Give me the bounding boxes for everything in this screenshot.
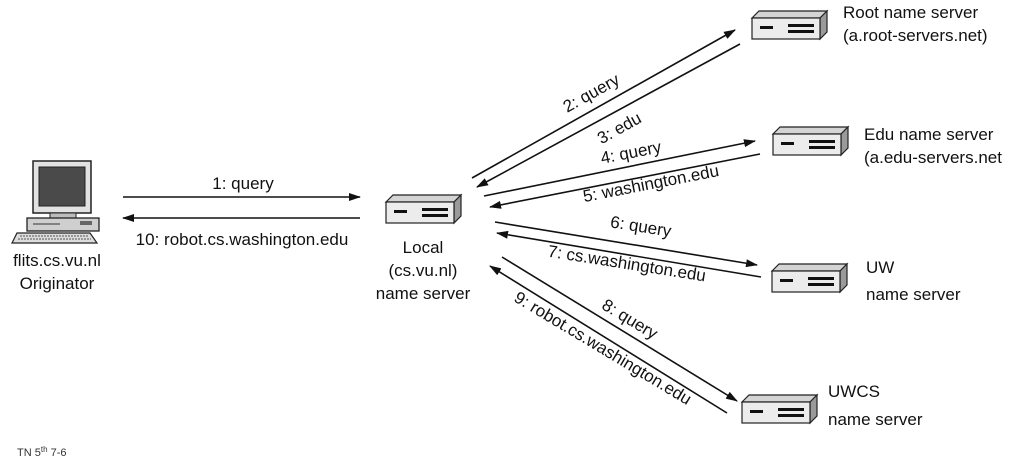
local-server-icon bbox=[384, 193, 463, 225]
edu-server-label-2: (a.edu-servers.net bbox=[864, 148, 1002, 167]
message-2-label: 2: query bbox=[560, 70, 623, 117]
footer-note-superscript: th bbox=[41, 445, 48, 454]
uw-server-label-2: name server bbox=[866, 285, 961, 304]
footer-note-suffix: 7-6 bbox=[48, 447, 67, 459]
local-server-label-3: name server bbox=[376, 284, 471, 303]
root-server-label-2: (a.root-servers.net) bbox=[843, 26, 988, 45]
uwcs-server-label-2: name server bbox=[828, 410, 923, 429]
edu-server-icon bbox=[771, 125, 850, 157]
uw-server-icon bbox=[770, 262, 849, 294]
arrow-7-cs-washington bbox=[496, 230, 762, 278]
message-5-label: 5: washington.edu bbox=[581, 161, 720, 206]
arrow-2-query bbox=[471, 29, 736, 179]
arrow-4-query bbox=[483, 139, 756, 197]
arrow-6-query bbox=[494, 221, 758, 268]
footer-note-prefix: TN 5 bbox=[17, 447, 41, 459]
uwcs-server-label-1: UWCS bbox=[828, 382, 880, 401]
uw-server-label-1: UW bbox=[866, 258, 894, 277]
arrow-8-query bbox=[501, 256, 738, 402]
root-server-icon bbox=[750, 9, 829, 41]
uwcs-server-icon bbox=[740, 393, 819, 425]
footer-note: TN 5th 7-6 bbox=[17, 445, 66, 459]
originator-role-label: Originator bbox=[20, 274, 95, 293]
arrow-5-washington bbox=[489, 153, 761, 209]
root-server-label-1: Root name server bbox=[843, 3, 978, 22]
message-6-label: 6: query bbox=[609, 212, 673, 240]
message-1-label: 1: query bbox=[212, 174, 274, 193]
message-7-label: 7: cs.washington.edu bbox=[546, 242, 707, 286]
local-server-label-1: Local bbox=[403, 238, 444, 257]
message-10-label: 10: robot.cs.washington.edu bbox=[136, 230, 349, 249]
local-server-label-2: (cs.vu.nl) bbox=[389, 261, 458, 280]
arrow-3-edu bbox=[476, 43, 741, 188]
originator-host-label: flits.cs.vu.nl bbox=[13, 251, 101, 270]
computer-icon bbox=[11, 160, 100, 244]
edu-server-label-1: Edu name server bbox=[864, 125, 994, 144]
arrow-9-robot bbox=[489, 265, 728, 414]
